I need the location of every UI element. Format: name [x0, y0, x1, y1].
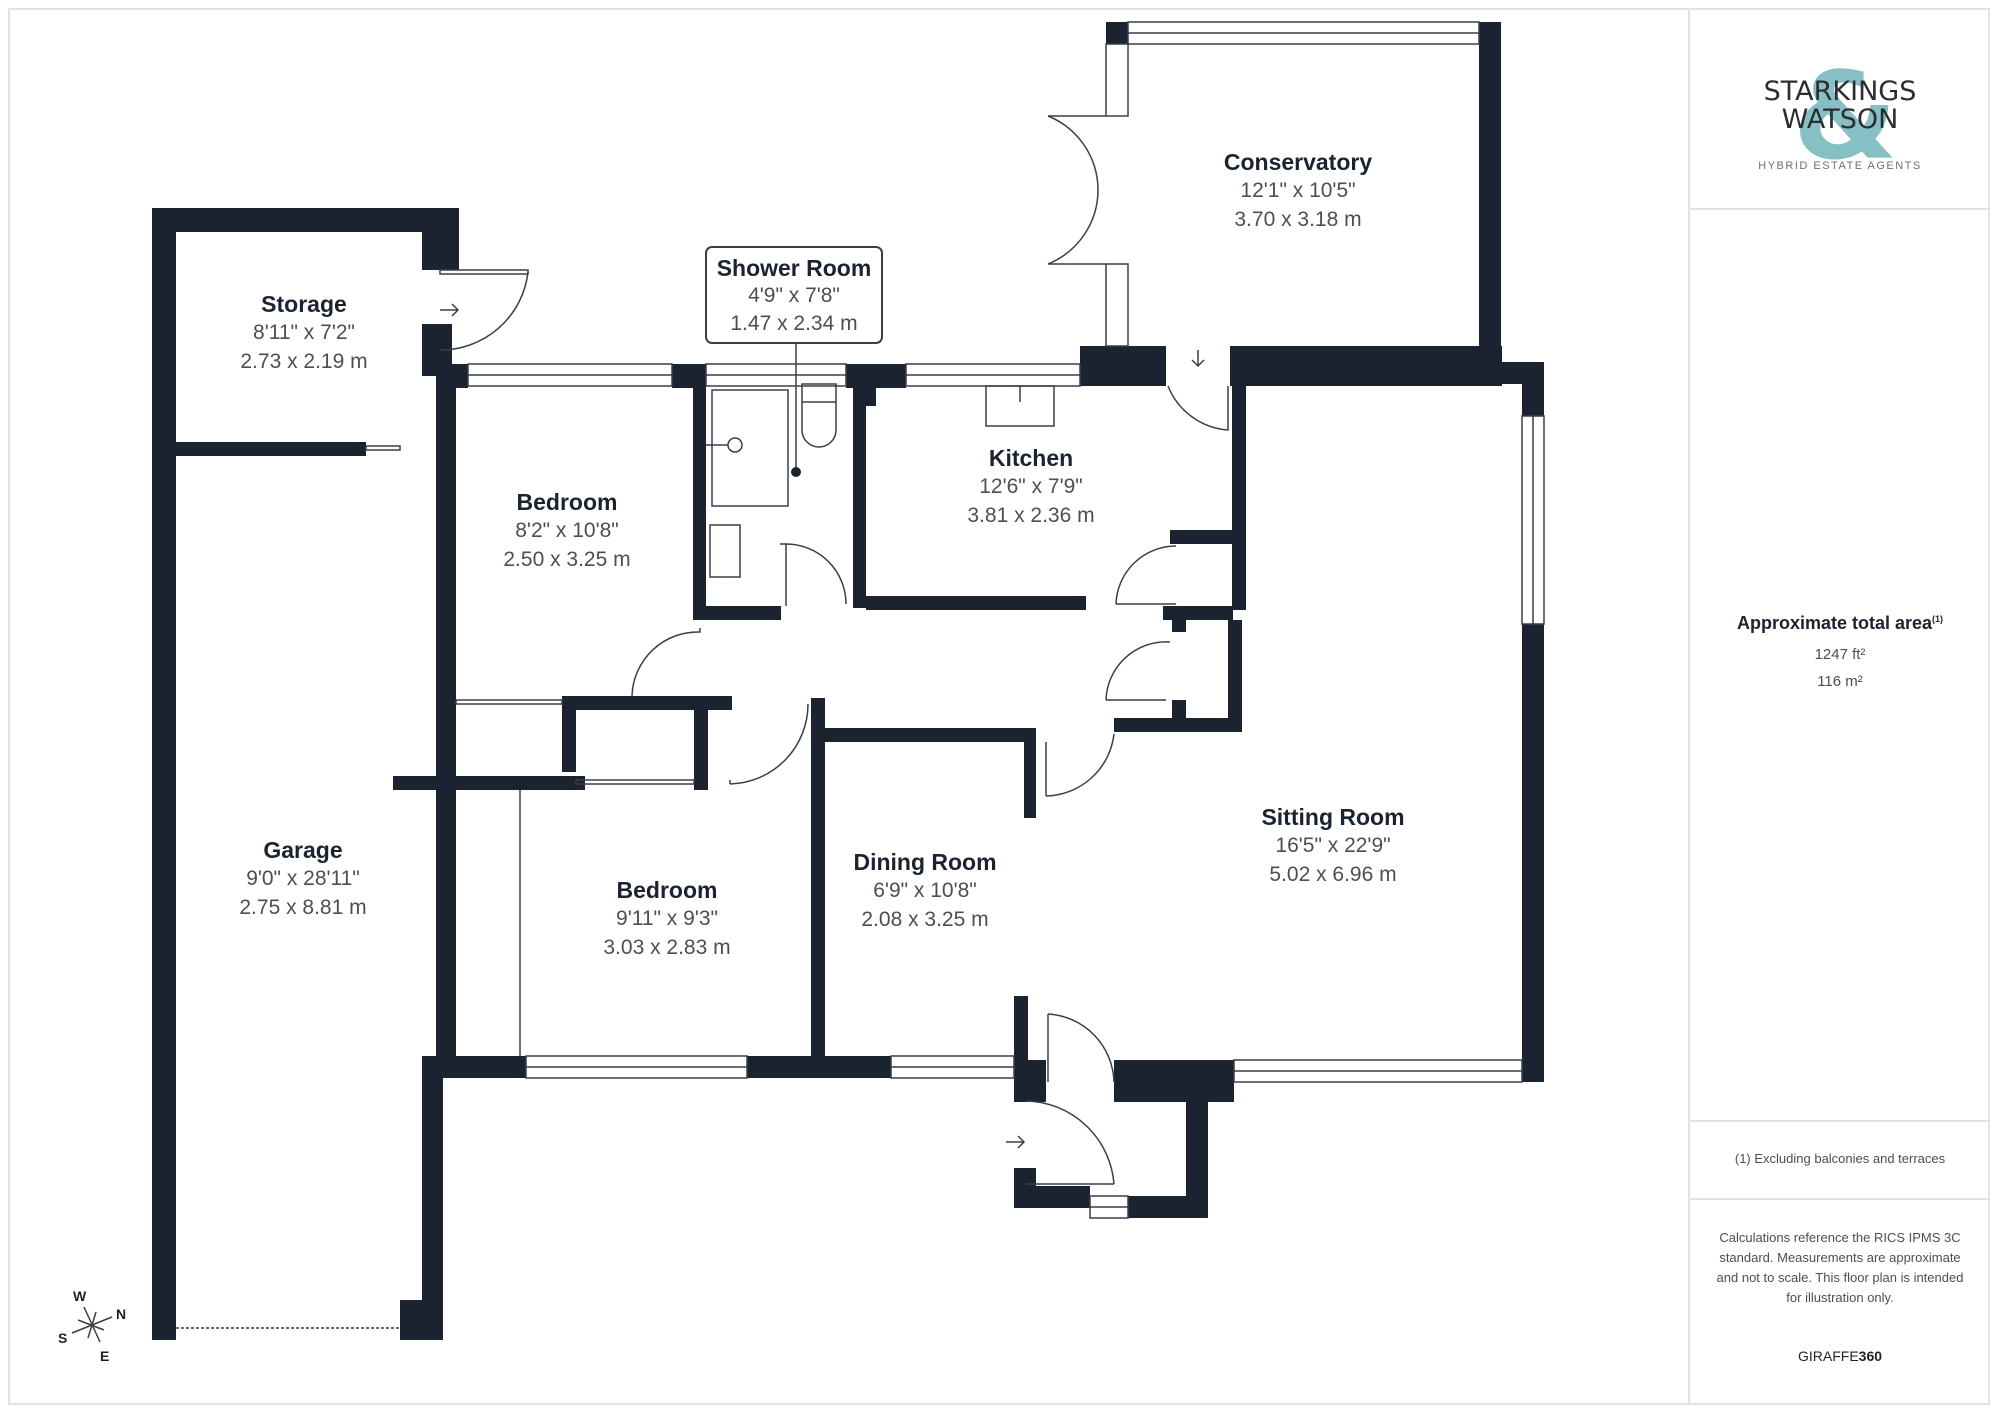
room-bedroom-2: Bedroom 9'11" x 9'3" 3.03 x 2.83 m — [603, 876, 730, 962]
compass-rose — [71, 1306, 113, 1343]
info-panel: & STARKINGS WATSON HYBRID ESTATE AGENTS … — [1688, 8, 1990, 1405]
compass-w-label: W — [73, 1288, 87, 1304]
page-frame — [8, 8, 1990, 1405]
area-title-text: Approximate total area — [1736, 613, 1933, 633]
room-name: Storage — [261, 291, 347, 317]
footnote: (1) Excluding balconies and terraces — [1734, 1151, 1946, 1166]
room-conservatory: Conservatory 12'1" x 10'5" 3.70 x 3.18 m — [1224, 148, 1372, 234]
brand-line-2: WATSON — [1781, 104, 1899, 135]
room-imperial: 12'6" x 7'9" — [979, 475, 1083, 498]
brand-name: STARKINGS WATSON — [1690, 78, 1990, 134]
room-imperial: 16'5" x 22'9" — [1275, 834, 1391, 857]
room-storage: Storage 8'11" x 7'2" 2.73 x 2.19 m — [240, 290, 367, 376]
compass-s-label: S — [58, 1330, 68, 1346]
brand-logo: & STARKINGS WATSON HYBRID ESTATE AGENTS — [1690, 48, 1990, 208]
entry-arrows — [440, 303, 1205, 1149]
room-sitting-room: Sitting Room 16'5" x 22'9" 5.02 x 6.96 m — [1261, 803, 1404, 889]
ampersand-icon: & — [1792, 48, 1898, 187]
room-metric: 3.03 x 2.83 m — [603, 936, 731, 959]
room-metric: 1.47 x 2.34 m — [730, 312, 858, 335]
room-name: Conservatory — [1223, 149, 1373, 175]
windows-doors — [176, 21, 1545, 1329]
area-sqm: 116 m² — [1817, 673, 1863, 690]
room-name: Dining Room — [853, 849, 997, 875]
room-metric: 2.50 x 3.25 m — [503, 548, 631, 571]
room-imperial: 8'11" x 7'2" — [253, 321, 355, 344]
room-kitchen: Kitchen 12'6" x 7'9" 3.81 x 2.36 m — [967, 444, 1094, 530]
room-metric: 2.73 x 2.19 m — [240, 350, 368, 373]
area-sqft: 1247 ft² — [1814, 646, 1866, 663]
divider — [1690, 1120, 1990, 1122]
room-bedroom-1: Bedroom 8'2" x 10'8" 2.50 x 3.25 m — [503, 488, 630, 574]
room-imperial: 9'0" x 28'11" — [246, 867, 360, 890]
compass-n-label: N — [116, 1306, 127, 1322]
credit-light: GIRAFFE — [1797, 1348, 1859, 1364]
room-metric: 5.02 x 6.96 m — [1269, 863, 1397, 886]
room-name: Sitting Room — [1261, 804, 1405, 830]
room-metric: 3.70 x 3.18 m — [1234, 208, 1362, 231]
giraffe360-credit: GIRAFFE360 — [1690, 1348, 1990, 1364]
room-name: Shower Room — [716, 255, 872, 281]
area-title: Approximate total area(1) — [1690, 613, 1990, 634]
room-imperial: 9'11" x 9'3" — [616, 907, 718, 930]
walls — [152, 22, 1544, 1340]
divider — [1690, 208, 1990, 210]
room-imperial: 4'9" x 7'8" — [748, 284, 840, 307]
room-name: Bedroom — [616, 877, 718, 903]
room-name: Garage — [263, 837, 343, 863]
room-imperial: 8'2" x 10'8" — [515, 519, 619, 542]
room-dining-room: Dining Room 6'9" x 10'8" 2.08 x 3.25 m — [853, 848, 996, 934]
brand-tagline: HYBRID ESTATE AGENTS — [1758, 160, 1922, 172]
room-name: Bedroom — [516, 489, 618, 515]
footnote-mark: (1) — [1932, 614, 1944, 624]
room-shower-room: Shower Room 4'9" x 7'8" 1.47 x 2.34 m — [705, 246, 883, 344]
divider — [1690, 1198, 1990, 1200]
room-name: Kitchen — [988, 445, 1074, 471]
room-imperial: 12'1" x 10'5" — [1240, 179, 1356, 202]
credit-bold: 360 — [1858, 1348, 1883, 1364]
brand-line-1: STARKINGS — [1763, 76, 1917, 107]
compass-e-label: E — [100, 1348, 110, 1364]
room-metric: 2.75 x 8.81 m — [239, 896, 367, 919]
total-area: Approximate total area(1) 1247 ft² 116 m… — [1690, 613, 1990, 690]
room-metric: 3.81 x 2.36 m — [967, 504, 1095, 527]
floor-plan — [71, 21, 1545, 1343]
room-metric: 2.08 x 3.25 m — [861, 908, 989, 931]
disclaimer: Calculations reference the RICS IPMS 3C … — [1716, 1230, 1964, 1305]
room-garage: Garage 9'0" x 28'11" 2.75 x 8.81 m — [239, 836, 366, 922]
room-imperial: 6'9" x 10'8" — [873, 879, 977, 902]
